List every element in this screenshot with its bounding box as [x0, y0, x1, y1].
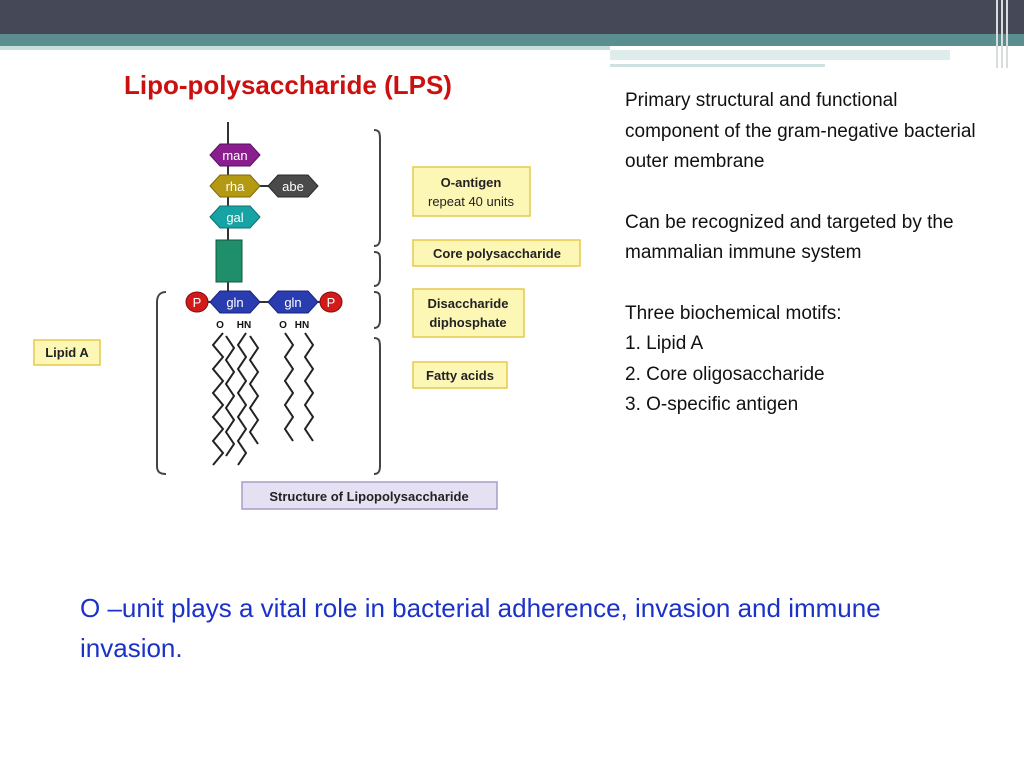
- fatty-acid-chain: [283, 332, 295, 442]
- paragraph-gap: [625, 269, 985, 299]
- side-description: Primary structural and functional compon…: [625, 86, 985, 421]
- sugar-rha-label: rha: [226, 179, 246, 194]
- header-band-light-right: [610, 50, 950, 60]
- fatty-acid-chain: [211, 332, 225, 466]
- brace-lipid-a: [156, 291, 167, 475]
- brace-core: [373, 251, 381, 287]
- header-accent-line: [610, 64, 825, 67]
- sugar-man: man: [209, 143, 261, 167]
- fatty-acid-chain: [248, 335, 260, 445]
- phosphate-right: [319, 291, 343, 313]
- disaccharide-line1: Disaccharide: [428, 296, 509, 311]
- motif-item: 1. Lipid A: [625, 333, 704, 354]
- sugar-rha: rha: [209, 174, 261, 198]
- sugar-abe: abe: [267, 174, 319, 198]
- atom-hn-left: HN: [237, 320, 251, 331]
- right-braces: [373, 129, 381, 475]
- brace-disaccharide: [373, 291, 381, 329]
- motif-item: 3. O-specific antigen: [625, 394, 799, 415]
- core-block: [215, 239, 243, 283]
- caption-text: Structure of Lipopolysaccharide: [269, 489, 468, 504]
- phosphate-left-label: P: [193, 295, 202, 310]
- sugar-gal-label: gal: [226, 210, 243, 225]
- diagram-caption: Structure of Lipopolysaccharide: [241, 481, 498, 510]
- lipid-a-text: Lipid A: [45, 345, 89, 360]
- sugar-man-label: man: [222, 148, 247, 163]
- fatty-acid-chains: [211, 332, 315, 466]
- paragraph-gap: [625, 178, 985, 208]
- bottom-note: O –unit plays a vital role in bacterial …: [80, 593, 881, 663]
- atom-o-right: O: [279, 320, 287, 331]
- label-lipid-a: Lipid A: [33, 339, 101, 366]
- phosphate-left: [185, 291, 209, 313]
- label-fatty-acids: Fatty acids: [412, 361, 508, 389]
- header-edge-lines: [996, 0, 1010, 68]
- sugar-gal: gal: [209, 205, 261, 229]
- label-disaccharide: Disaccharide diphosphate: [412, 288, 525, 338]
- header-band-teal: [0, 34, 1024, 46]
- fatty-acid-chain: [224, 335, 236, 457]
- brace-o-antigen: [373, 129, 381, 247]
- label-o-antigen: O-antigen repeat 40 units: [412, 166, 531, 217]
- label-core-polysaccharide: Core polysaccharide: [412, 239, 581, 267]
- disaccharide-line2: diphosphate: [429, 315, 506, 330]
- sugar-gln-right: [267, 290, 319, 314]
- side-paragraph-1: Primary structural and functional compon…: [625, 90, 976, 172]
- motifs-heading: Three biochemical motifs:: [625, 302, 842, 324]
- header-band-dark: [0, 0, 1024, 34]
- core-polysaccharide-text: Core polysaccharide: [433, 246, 561, 261]
- fatty-acid-chain: [236, 332, 248, 466]
- phosphate-right-label: P: [327, 295, 336, 310]
- sugar-gln-left: [209, 290, 261, 314]
- gln-left-label: gln: [226, 295, 243, 310]
- lps-structure-diagram: man rha abe gal P gln gln P O HN O HN: [33, 122, 581, 510]
- o-antigen-subtitle: repeat 40 units: [428, 194, 515, 209]
- sugar-abe-label: abe: [282, 179, 304, 194]
- side-paragraph-2: Can be recognized and targeted by the ma…: [625, 211, 954, 264]
- fatty-acids-text: Fatty acids: [426, 368, 494, 383]
- lipid-a-head: P gln gln P O HN O HN: [185, 290, 343, 331]
- slide-title: Lipo-polysaccharide (LPS): [124, 70, 452, 100]
- atom-hn-right: HN: [295, 320, 309, 331]
- brace-fatty-acids: [373, 337, 381, 475]
- gln-right-label: gln: [284, 295, 301, 310]
- motif-item: 2. Core oligosaccharide: [625, 363, 825, 385]
- header-band-light: [0, 46, 610, 50]
- fatty-acid-chain: [303, 332, 315, 442]
- atom-o-left: O: [216, 320, 224, 331]
- o-antigen-title: O-antigen: [441, 175, 502, 190]
